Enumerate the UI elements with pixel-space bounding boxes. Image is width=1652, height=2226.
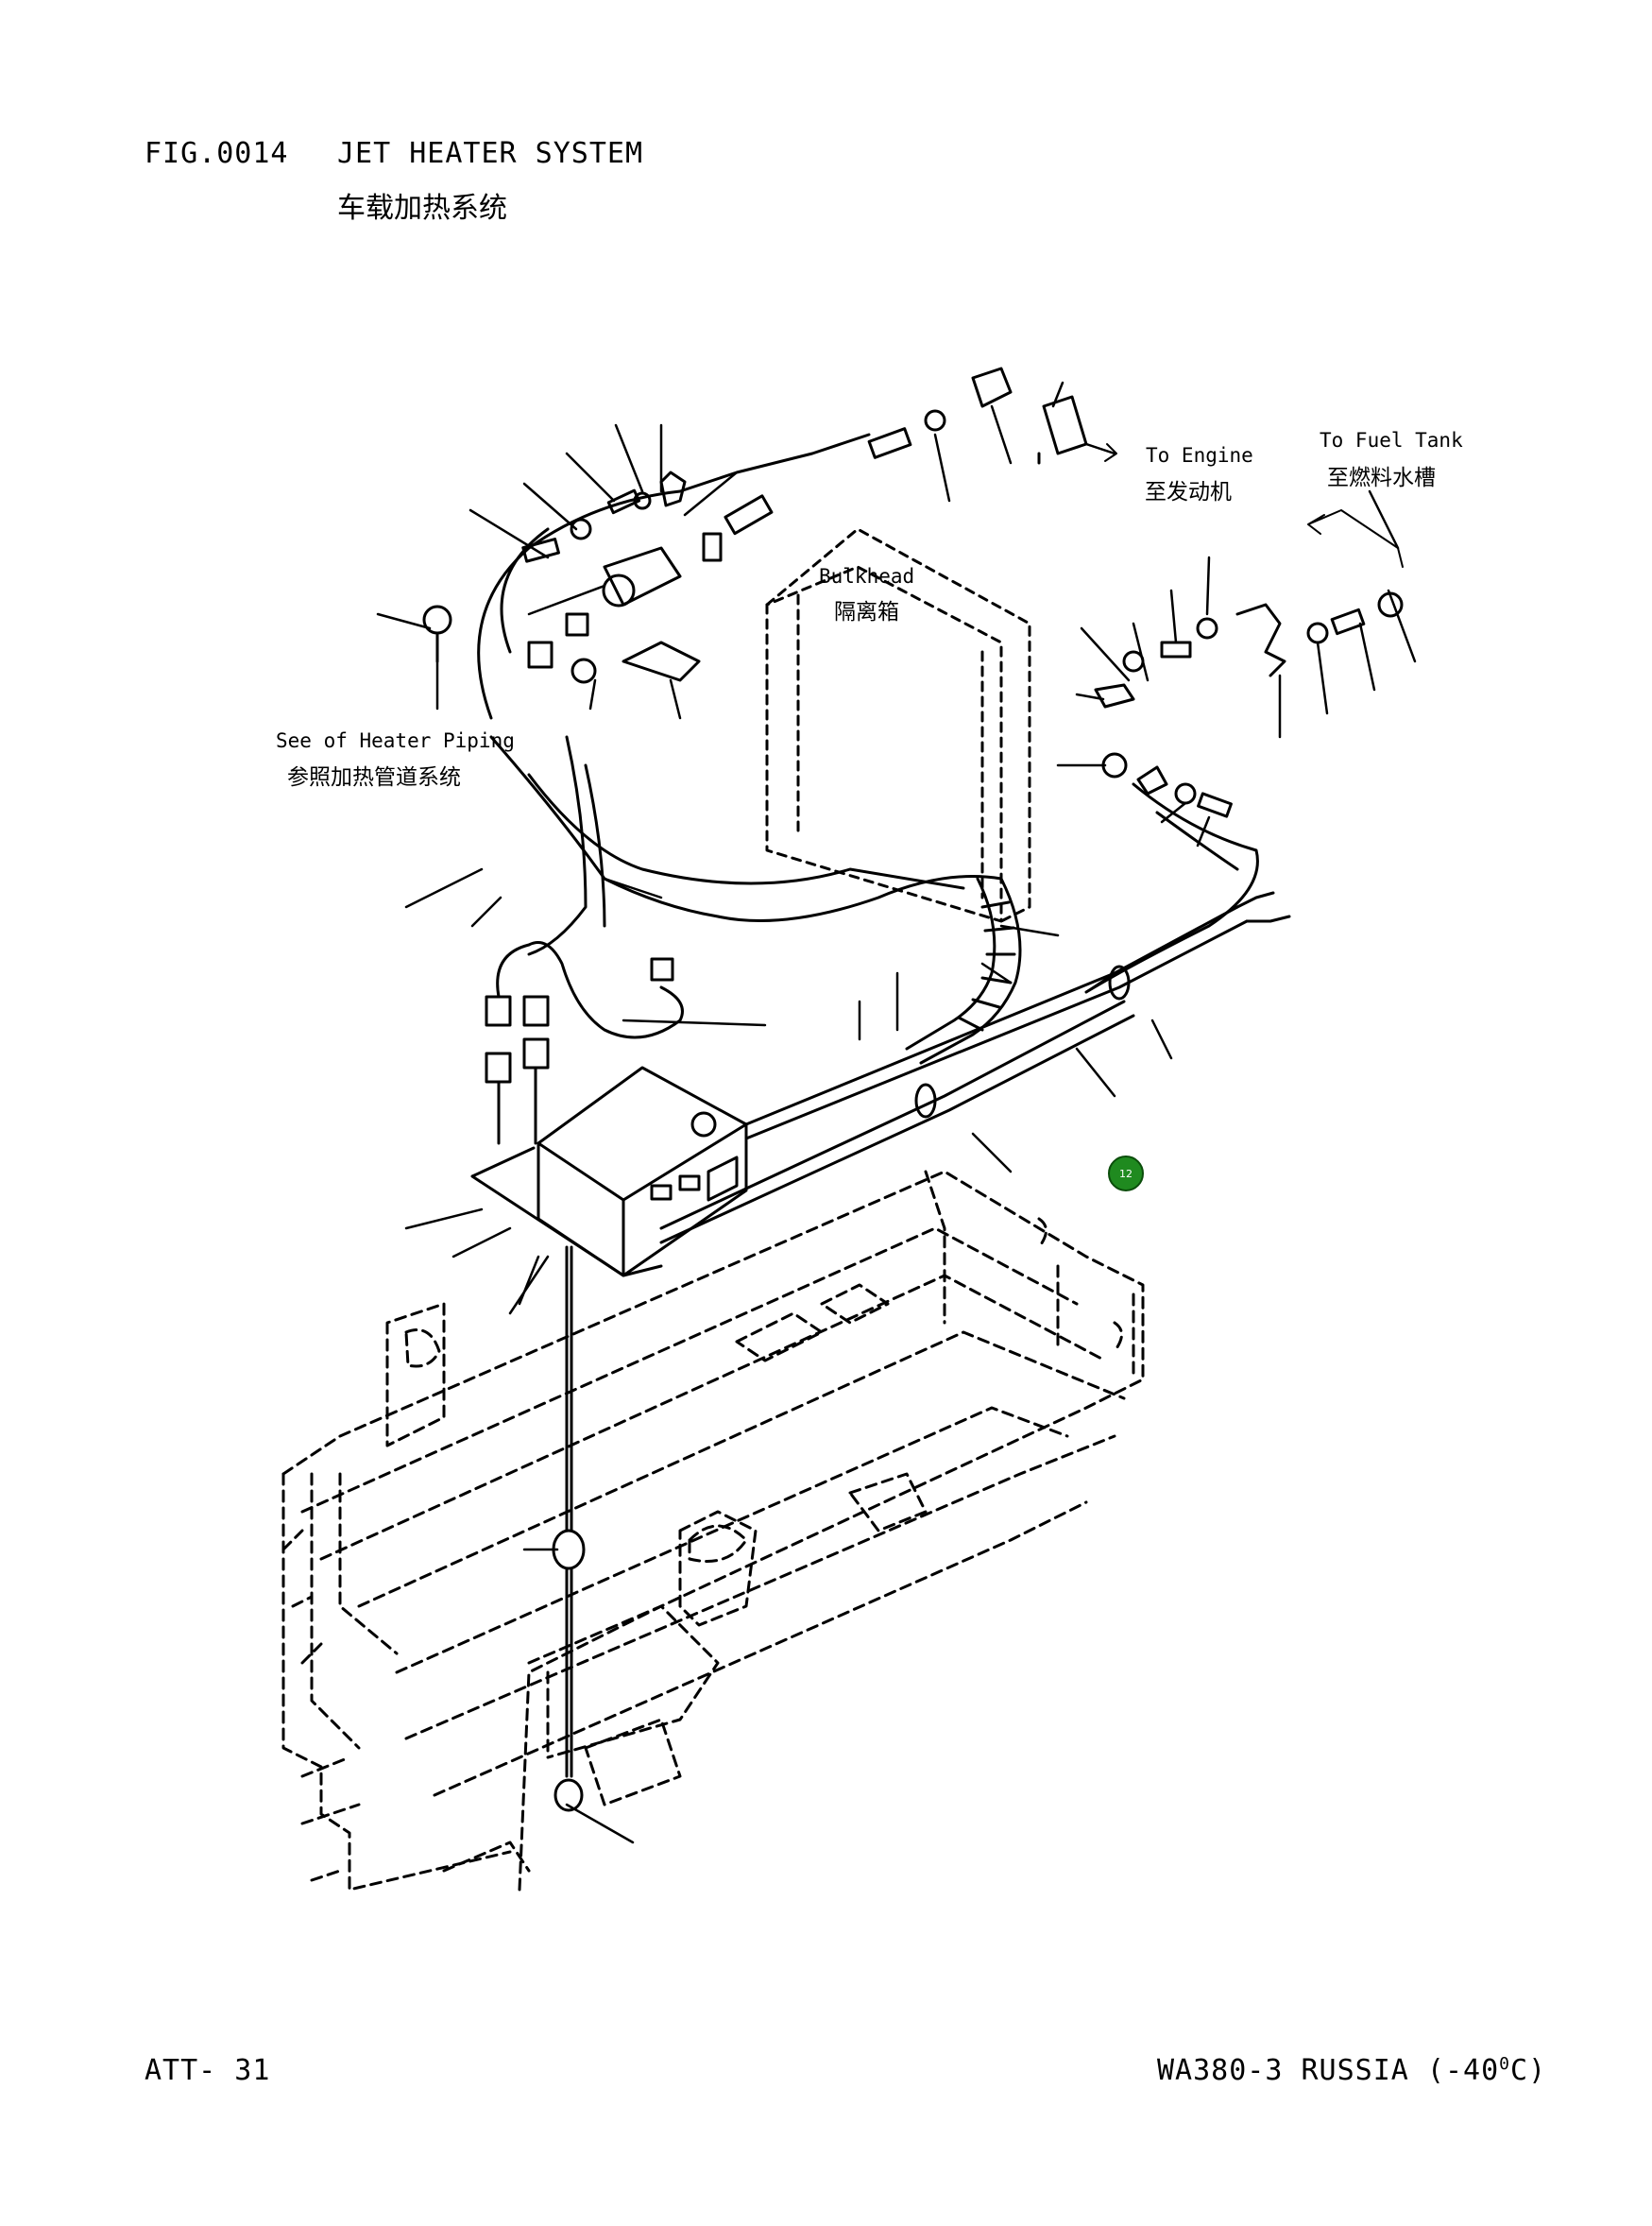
connector-4 [522,1037,550,1070]
leader-lines [376,381,1417,1844]
to-fuel-tank-label: To Fuel Tank [1320,429,1463,452]
see-heater-piping-label-chinese: 参照加热管道系统 [287,765,461,790]
upper-pipe-left-2 [500,527,550,654]
upper-pipe-left [477,433,871,720]
hose-right [1084,782,1259,994]
figure-title: JET HEATER SYSTEM [337,137,644,170]
connector-1 [485,995,512,1027]
bulkhead-outline [765,527,1031,923]
long-cable-1 [744,905,1239,1126]
see-heater-piping-label: See of Heater Piping [276,729,515,752]
vertical-rod [565,1245,573,1778]
heater-hose-long-2 [527,773,965,890]
heater-hose-long [489,735,1003,922]
cable-to-heater-2 [584,763,606,928]
figure-title-chinese: 车载加热系统 [337,192,507,225]
bulkhead-label-chinese: 隔离箱 [834,600,899,625]
cable-to-heater [527,735,588,956]
long-cable-4 [659,1014,1135,1244]
long-cable-2 [744,919,1249,1140]
to-engine-label: To Engine [1146,444,1253,467]
model-text: WA380-3 RUSSIA (-40 [1157,2054,1500,2087]
page-code: ATT- 31 [145,2054,271,2087]
figure-number: FIG.0014 [145,137,289,170]
connector-2 [522,995,550,1027]
degree-superscript: 0 [1499,2054,1511,2074]
bulkhead-label: Bulkhead [819,565,915,588]
model-designation: WA380-3 RUSSIA (-400C) [1157,2054,1546,2087]
long-cable-3 [659,1000,1126,1230]
chassis-frame [281,1170,1145,1892]
to-fuel-tank-label-chinese: 至燃料水槽 [1327,466,1436,490]
to-engine-label-chinese: 至发动机 [1145,480,1232,505]
connector-3 [485,1052,512,1084]
hose-right-2 [1155,811,1239,871]
callout-marker[interactable]: 12 [1108,1156,1144,1191]
unit-text: C) [1510,2054,1547,2087]
heater-unit [470,1066,748,1277]
right-fittings [1094,591,1404,818]
fuel-tank-arrow [1307,509,1404,568]
engine-arrow [1085,443,1117,462]
